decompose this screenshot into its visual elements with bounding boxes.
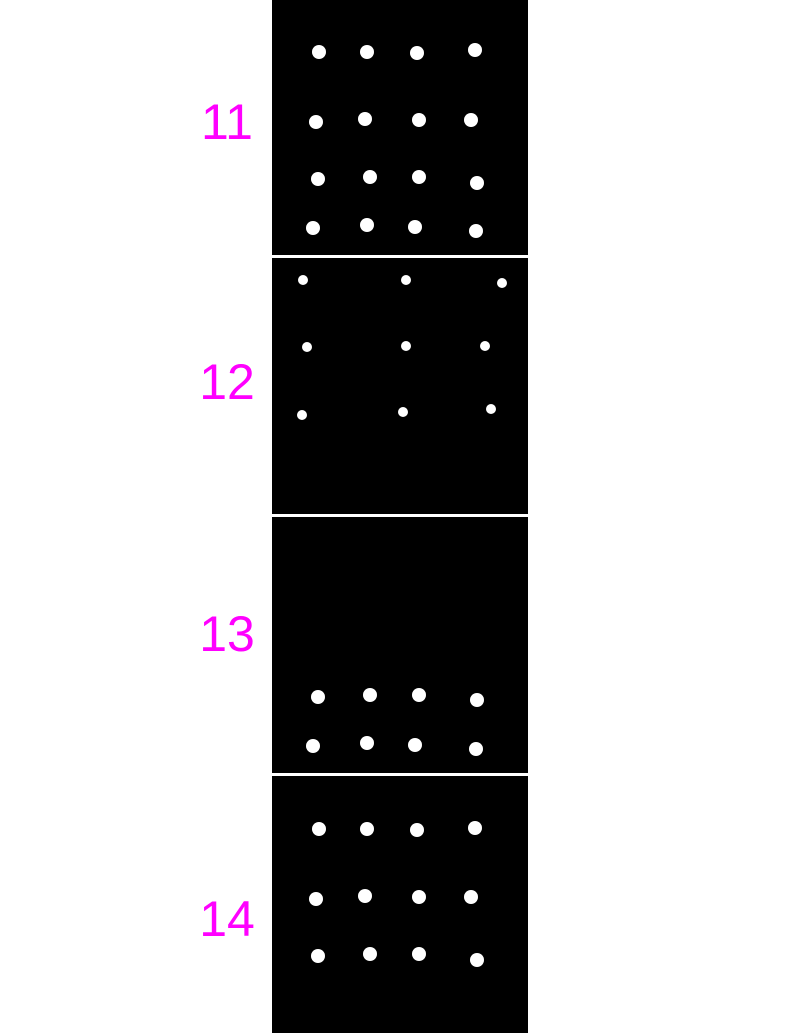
dot-14-2 <box>360 822 374 836</box>
dot-14-6 <box>358 889 372 903</box>
dot-11-11 <box>412 170 426 184</box>
dot-11-9 <box>311 172 325 186</box>
dot-11-5 <box>309 115 323 129</box>
dot-12-7 <box>297 410 307 420</box>
dot-13-3 <box>412 688 426 702</box>
dot-14-3 <box>410 823 424 837</box>
dot-11-14 <box>360 218 374 232</box>
panel-label-12: 12 <box>199 354 255 410</box>
dot-panel-11 <box>272 0 528 255</box>
dot-14-8 <box>464 890 478 904</box>
dot-12-6 <box>480 341 490 351</box>
dot-12-3 <box>497 278 507 288</box>
panel-label-11: 11 <box>201 94 253 150</box>
dot-13-4 <box>470 693 484 707</box>
dots-svg-11 <box>306 43 484 238</box>
dot-panel-12 <box>272 258 528 514</box>
dots-svg-14 <box>309 821 484 967</box>
dot-11-3 <box>410 46 424 60</box>
dot-11-2 <box>360 45 374 59</box>
dot-12-2 <box>401 275 411 285</box>
dot-13-2 <box>363 688 377 702</box>
panel-label-14: 14 <box>199 891 255 947</box>
dot-13-8 <box>469 742 483 756</box>
dot-14-11 <box>412 947 426 961</box>
dot-12-5 <box>401 341 411 351</box>
dot-11-16 <box>469 224 483 238</box>
dot-panel-13 <box>272 517 528 773</box>
dots-svg-13 <box>306 688 484 756</box>
dot-11-15 <box>408 220 422 234</box>
dot-12-4 <box>302 342 312 352</box>
panel-label-13: 13 <box>199 606 255 662</box>
dot-12-1 <box>298 275 308 285</box>
dot-11-8 <box>464 113 478 127</box>
dot-11-12 <box>470 176 484 190</box>
dot-13-6 <box>360 736 374 750</box>
dots-svg-12 <box>297 275 507 420</box>
dot-14-1 <box>312 822 326 836</box>
dot-14-10 <box>363 947 377 961</box>
dot-13-1 <box>311 690 325 704</box>
dot-11-13 <box>306 221 320 235</box>
dot-panel-14 <box>272 776 528 1033</box>
dot-11-10 <box>363 170 377 184</box>
dot-11-7 <box>412 113 426 127</box>
dot-11-4 <box>468 43 482 57</box>
dot-14-4 <box>468 821 482 835</box>
dot-11-1 <box>312 45 326 59</box>
dot-13-7 <box>408 738 422 752</box>
dot-14-7 <box>412 890 426 904</box>
dot-14-12 <box>470 953 484 967</box>
dot-12-8 <box>398 407 408 417</box>
dot-14-5 <box>309 892 323 906</box>
dot-11-6 <box>358 112 372 126</box>
dot-14-9 <box>311 949 325 963</box>
dot-13-5 <box>306 739 320 753</box>
dot-12-9 <box>486 404 496 414</box>
